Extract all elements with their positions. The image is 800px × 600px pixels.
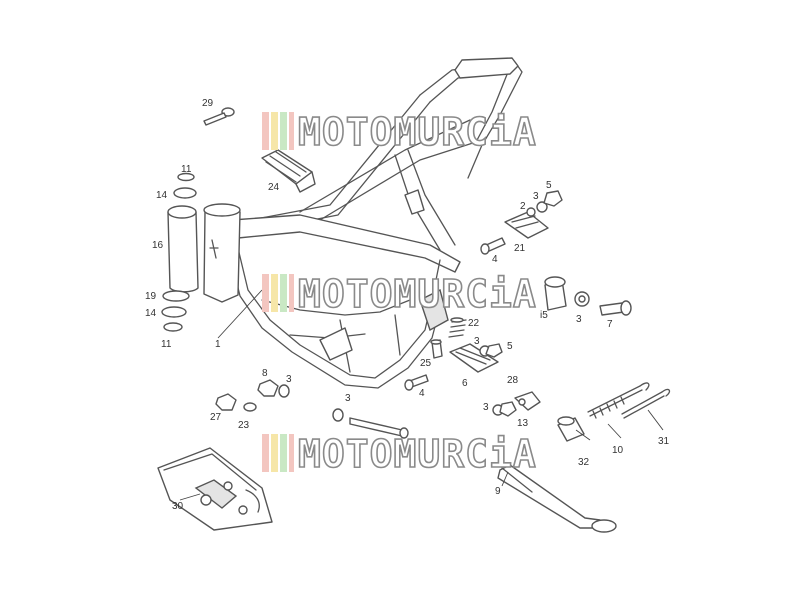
callout-14-top: 14	[156, 190, 168, 201]
callout-16: 16	[152, 240, 164, 251]
callout-7: 7	[607, 319, 613, 330]
washer-3-upper	[536, 201, 548, 213]
callout-10: 10	[612, 445, 624, 456]
callout-5-upper: 5	[546, 180, 552, 191]
wm-stripe-3	[280, 112, 287, 150]
nut-5-upper	[543, 190, 563, 207]
callout-11-bottom: 11	[161, 339, 172, 350]
callout-15: i5	[540, 310, 548, 321]
wm-stripe-4	[289, 434, 294, 472]
callout-19: 19	[145, 291, 157, 302]
wm-stripe-1	[262, 112, 269, 150]
callout-labels: 29 11 24 14 16 19 14 11 1 5 3 2 21 4 i5 …	[145, 98, 670, 512]
watermark-bottom: MOTOMURCiA	[262, 431, 537, 477]
footpeg-24	[261, 149, 316, 193]
side-stand-group	[332, 408, 617, 533]
stand-bracket-group	[492, 391, 541, 417]
footpeg-right-group	[480, 190, 563, 255]
nut-27	[215, 393, 237, 411]
wm-stripe-1	[262, 434, 269, 472]
bearing-19	[162, 290, 190, 302]
lower-left-hardware	[215, 379, 290, 412]
steering-tube-16	[167, 211, 199, 293]
callout-23: 23	[238, 420, 250, 431]
spring-10	[587, 385, 643, 417]
wm-stripe-2	[271, 274, 278, 312]
spring-22	[448, 317, 467, 338]
callout-32: 32	[578, 457, 590, 468]
bracket-28	[514, 391, 541, 411]
callout-2: 2	[520, 201, 526, 212]
callout-5-lower: 5	[507, 341, 513, 352]
watermark-text: MOTOMURCiA	[298, 272, 537, 316]
wm-stripe-1	[262, 274, 269, 312]
callout-29: 29	[202, 98, 214, 109]
nut-8	[257, 379, 279, 397]
watermark-top: MOTOMURCiA	[262, 109, 537, 155]
washer-2	[526, 207, 536, 217]
wm-stripe-4	[289, 112, 294, 150]
callout-3-lower-left: 3	[286, 374, 292, 385]
washer-3-shaft	[332, 408, 344, 422]
callout-25: 25	[420, 358, 432, 369]
callout-13: 13	[517, 418, 529, 429]
callout-31: 31	[658, 436, 670, 447]
swingarm-bushing-15	[544, 276, 632, 316]
callout-11-top: 11	[181, 164, 192, 175]
callout-21: 21	[514, 243, 526, 254]
callout-3-shaft: 3	[345, 393, 351, 404]
callout-24: 24	[268, 182, 280, 193]
callout-9: 9	[495, 486, 501, 497]
footpeg-left-group	[404, 339, 503, 391]
callout-30: 30	[172, 501, 184, 512]
nut-13	[499, 401, 517, 417]
bearing-14-bottom	[161, 306, 187, 318]
callout-8: 8	[262, 368, 268, 379]
spring-31	[621, 391, 665, 419]
callout-3-upper: 3	[533, 191, 539, 202]
callout-3-right: 3	[576, 314, 582, 325]
callout-28: 28	[507, 375, 519, 386]
washer-11-bottom	[163, 322, 183, 332]
callout-4-upper: 4	[492, 254, 498, 265]
stand-spring-kit	[557, 382, 671, 442]
washer-23	[243, 402, 257, 412]
wm-stripe-2	[271, 434, 278, 472]
callout-22: 22	[468, 318, 480, 329]
callout-6: 6	[462, 378, 468, 389]
watermark-text: MOTOMURCiA	[298, 110, 537, 154]
callout-1: 1	[215, 339, 221, 350]
callout-3-stand: 3	[483, 402, 489, 413]
wm-stripe-4	[289, 274, 294, 312]
callout-4-lower: 4	[419, 388, 425, 399]
wm-stripe-3	[280, 434, 287, 472]
watermark-middle: MOTOMURCiA	[262, 271, 537, 317]
bolt-29	[203, 107, 235, 126]
washer-11-top	[177, 172, 195, 182]
wm-stripe-2	[271, 112, 278, 150]
bearing-14-top	[173, 187, 197, 199]
washer-3-lower-left	[278, 384, 290, 398]
callout-14-bottom: 14	[145, 308, 157, 319]
footpeg-6	[449, 343, 499, 373]
steering-head-bearings	[161, 172, 199, 332]
leader-lines	[179, 289, 664, 501]
hardware-bag-30	[157, 447, 273, 531]
watermark-text: MOTOMURCiA	[298, 432, 537, 476]
nut-5-lower	[485, 343, 503, 358]
callout-3-left: 3	[474, 336, 480, 347]
frame-assembly	[203, 57, 523, 389]
callout-27: 27	[210, 412, 222, 423]
wm-stripe-3	[280, 274, 287, 312]
